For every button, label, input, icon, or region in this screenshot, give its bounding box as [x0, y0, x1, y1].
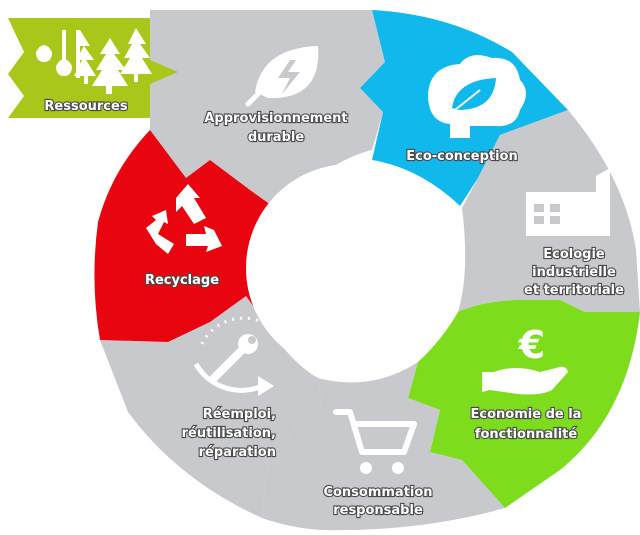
segment-label-line: industrielle	[532, 265, 616, 280]
label-approvisionnement: Approvisionnement durable	[203, 110, 348, 146]
label-consommation: Consommation responsable	[322, 484, 433, 519]
label-ressources: Ressources	[43, 98, 129, 115]
segment-label-line: Consommation	[323, 485, 432, 500]
leaf-icon	[245, 46, 319, 107]
label-recyclage: Recyclage	[144, 272, 220, 289]
cart-icon	[333, 409, 417, 474]
center-circle	[246, 164, 454, 372]
segment-label-line: fonctionnalité	[475, 427, 578, 442]
factory-icon	[526, 168, 610, 236]
segment-approvisionnement	[150, 10, 385, 210]
segment-label-line: Ressources	[44, 99, 127, 114]
segment-label-line: Recyclage	[145, 273, 219, 288]
label-economie: Economie de la fonctionnalité	[469, 406, 582, 443]
euro-hand-icon: €	[482, 323, 568, 395]
trees-water-icon	[36, 28, 152, 94]
segment-label-line: réparation	[199, 445, 276, 460]
segment-consommation	[262, 362, 505, 531]
segment-label-line: réutilisation,	[182, 426, 276, 441]
segment-label-line: durable	[248, 130, 305, 145]
wrench-cycle-icon	[193, 316, 274, 396]
segment-label-line: Ecologie	[543, 247, 605, 262]
segment-reemploi	[100, 296, 322, 518]
segment-label-line: et territoriale	[524, 283, 624, 298]
segment-label-line: responsable	[333, 503, 423, 518]
segment-label-line: Economie de la	[471, 407, 582, 422]
segment-label-line: Approvisionnement	[204, 111, 347, 126]
segment-economie	[408, 300, 640, 508]
brain-leaf-icon	[428, 55, 526, 138]
recycle-icon	[146, 184, 222, 254]
svg-text:€: €	[518, 323, 545, 367]
label-ecologie: Ecologie industrielle et territoriale	[523, 246, 625, 299]
segment-label-line: Eco-conception	[406, 149, 518, 164]
label-eco-conception: Eco-conception	[405, 148, 519, 165]
label-reemploi: Réemploi, réutilisation, réparation	[181, 406, 278, 461]
segment-label-line: Réemploi,	[203, 407, 276, 422]
